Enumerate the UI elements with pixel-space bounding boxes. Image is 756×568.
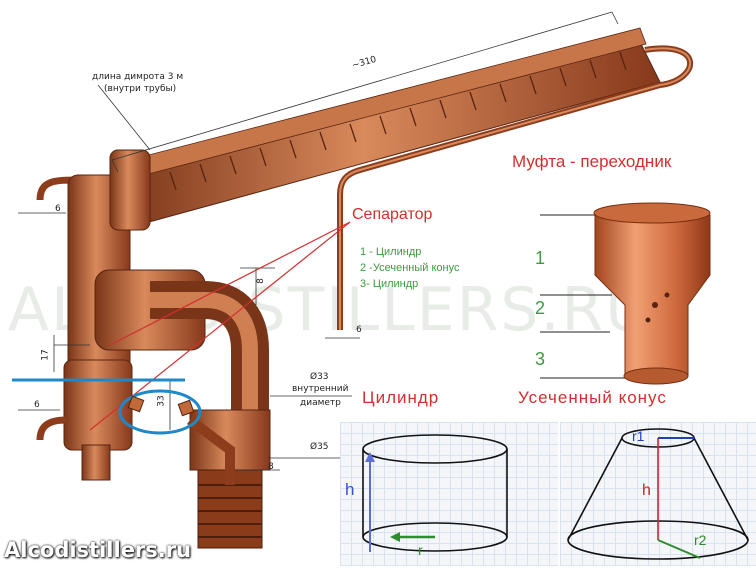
cylinder-title: Цилиндр [362, 388, 440, 407]
separator-item-1: 1 - Цилиндр [360, 246, 422, 258]
inner-diameter-label-2: диаметр [300, 398, 341, 408]
dim-33: 33 [156, 395, 167, 407]
cone-r2-label: r2 [694, 532, 707, 548]
cylinder-r-label: r [418, 542, 423, 558]
coupling-part-1: 1 [535, 248, 546, 268]
coupling-title: Муфта - переходник [512, 152, 672, 171]
separator-title: Сепаратор [352, 206, 433, 223]
separator-item-3: 3- Цилиндр [360, 278, 419, 290]
separator-item-2: 2 -Усеченный конус [360, 262, 460, 274]
dim-6-top: 6 [55, 204, 61, 214]
cone-title: Усеченный конус [518, 388, 667, 407]
cone-drawing [567, 428, 749, 560]
cone-h-label: h [642, 482, 651, 499]
cylinder-h-label: h [345, 480, 355, 499]
coupling-part-3: 3 [535, 349, 546, 369]
coupling-part-2: 2 [535, 298, 546, 318]
dim-17: 17 [40, 349, 51, 361]
cone-r1-label: r1 [632, 428, 645, 444]
dim-6-pipe: 6 [356, 325, 362, 335]
dim-8-top: 8 [255, 278, 266, 284]
dimroth-length-label: длина димрота 3 м [92, 72, 184, 82]
column-body [36, 149, 271, 549]
dimroth-length-note: (внутри трубы) [104, 84, 177, 94]
dim-phi35: Ø35 [310, 442, 329, 452]
dim-phi33: Ø33 [310, 372, 329, 382]
brand-text: Alcodistillers.ru [4, 538, 192, 562]
coupling-adapter [540, 202, 711, 385]
dimension-lines [18, 11, 619, 471]
dim-6-bottom: 6 [34, 400, 40, 410]
dim-8-bottom: 8 [268, 462, 274, 472]
inner-diameter-label: внутренний [292, 384, 349, 394]
dimroth-condenser [109, 27, 693, 330]
cylinder-drawing [362, 434, 508, 552]
cylinder-panel [340, 422, 558, 566]
blue-highlight-ellipse [118, 389, 202, 435]
